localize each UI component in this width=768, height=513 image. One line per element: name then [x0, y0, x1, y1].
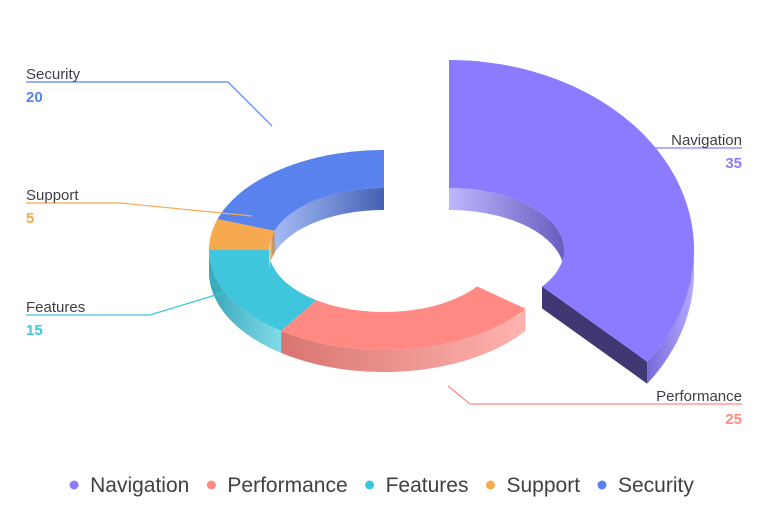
callout-label-performance: Performance: [656, 388, 742, 405]
callout-line-performance: [447, 385, 742, 405]
legend-item-support[interactable]: Support: [486, 474, 580, 497]
callout-label-security: Security: [26, 66, 81, 83]
callout-label-navigation: Navigation: [671, 132, 742, 149]
slice-inner-wall-navigation: [449, 188, 564, 272]
legend-marker-features: [365, 480, 375, 490]
slice-support: [209, 219, 275, 272]
legend-marker-support: [486, 480, 495, 490]
slice-navigation: [449, 60, 694, 384]
legend-label-navigation: Navigation: [90, 474, 189, 497]
legend-label-performance: Performance: [227, 474, 347, 497]
callout-value-features: 15: [26, 322, 43, 339]
callout-support: Support 5: [26, 187, 253, 227]
slice-top-support: [209, 219, 275, 250]
slice-features: [209, 250, 317, 353]
callout-value-navigation: 35: [725, 155, 742, 172]
legend-item-performance[interactable]: Performance: [206, 474, 348, 497]
slice-cut-wall-navigation: [542, 286, 648, 384]
callout-performance: Performance 25: [447, 385, 742, 428]
legend-marker-navigation: [69, 480, 79, 490]
callout-features: Features 15: [26, 289, 233, 339]
callout-value-performance: 25: [725, 411, 742, 428]
callout-value-support: 5: [26, 210, 34, 227]
slice-top-navigation: [449, 60, 694, 362]
slice-outer-wall-navigation: [647, 250, 694, 384]
callout-label-support: Support: [26, 187, 79, 204]
slice-outer-wall-features: [209, 250, 282, 353]
slice-inner-wall-support: [269, 230, 275, 272]
slice-top-features: [209, 250, 317, 331]
callout-value-security: 20: [26, 89, 43, 106]
callout-security: Security 20: [26, 66, 273, 127]
callout-navigation: Navigation 35: [599, 132, 742, 172]
slice-inner-wall-security: [274, 188, 384, 253]
legend: Navigation Performance Features Support Secu…: [69, 474, 695, 497]
callout-label-features: Features: [26, 299, 85, 316]
legend-label-features: Features: [386, 474, 469, 497]
slice-security: [217, 150, 384, 253]
legend-label-security: Security: [618, 474, 694, 497]
slice-performance: [281, 286, 526, 372]
slice-top-security: [217, 150, 384, 231]
callout-line-features: [26, 289, 233, 316]
legend-marker-performance: [206, 480, 216, 490]
slices-layer: [209, 60, 694, 384]
slice-outer-wall-performance: [281, 308, 526, 372]
legend-marker-security: [597, 480, 607, 490]
callout-line-navigation: [599, 147, 742, 153]
legend-item-security[interactable]: Security: [597, 474, 695, 497]
slice-top-performance: [281, 286, 526, 350]
callout-line-security: [26, 81, 273, 127]
legend-label-support: Support: [507, 474, 581, 497]
callout-line-support: [26, 202, 253, 217]
legend-item-features[interactable]: Features: [365, 474, 468, 497]
legend-item-navigation[interactable]: Navigation: [69, 474, 190, 497]
